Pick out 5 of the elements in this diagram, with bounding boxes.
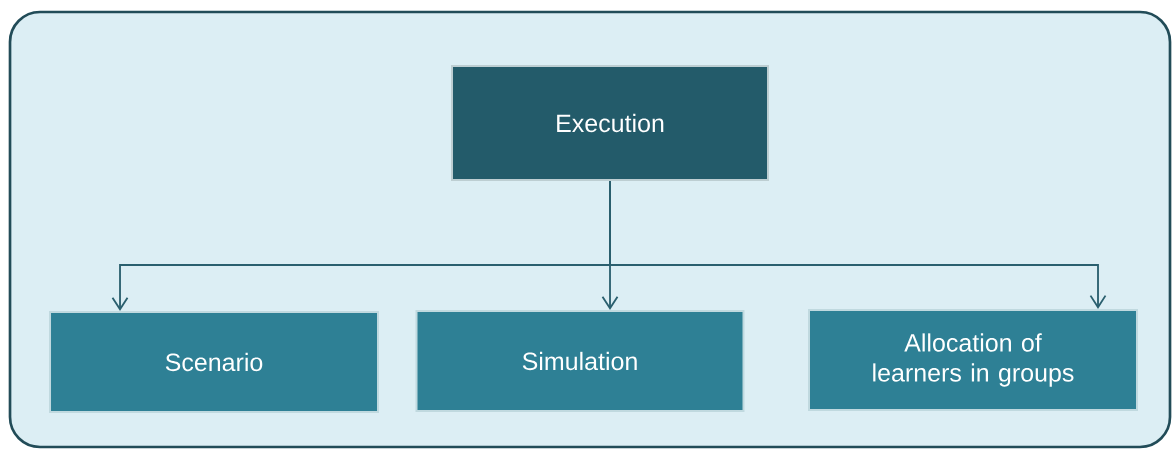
process-box: Allocation of learners in groups (808, 309, 1138, 411)
process-box: Simulation (415, 310, 745, 412)
process-box: Scenario (49, 311, 379, 413)
arrow (609, 180, 1107, 309)
process-box: Execution (451, 65, 769, 181)
